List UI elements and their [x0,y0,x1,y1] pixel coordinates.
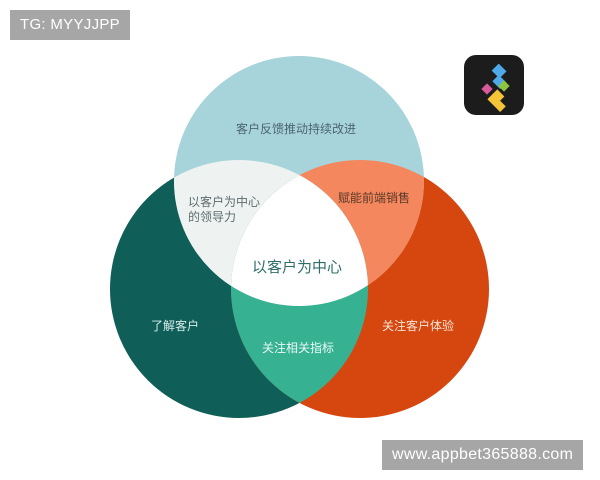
label-customer-feedback: 客户反馈推动持续改进 [236,122,357,136]
label-line-1: 以客户为中心 [188,195,261,209]
label-empower-sales: 赋能前端销售 [338,191,411,205]
app-logo-icon [464,55,524,115]
overlap-center [231,160,368,306]
label-line-2: 的领导力 [188,210,237,224]
label-understand-customer: 了解客户 [151,319,200,333]
label-customer-centric-leadership: 以客户为中心 的领导力 [188,195,260,225]
label-relevant-metrics: 关注相关指标 [262,341,335,355]
watermark-telegram: TG: MYYJJPP [10,10,130,40]
watermark-website: www.appbet365888.com [382,440,584,470]
label-customer-experience: 关注客户体验 [382,319,455,333]
label-customer-centric: 以客户为中心 [252,258,343,276]
